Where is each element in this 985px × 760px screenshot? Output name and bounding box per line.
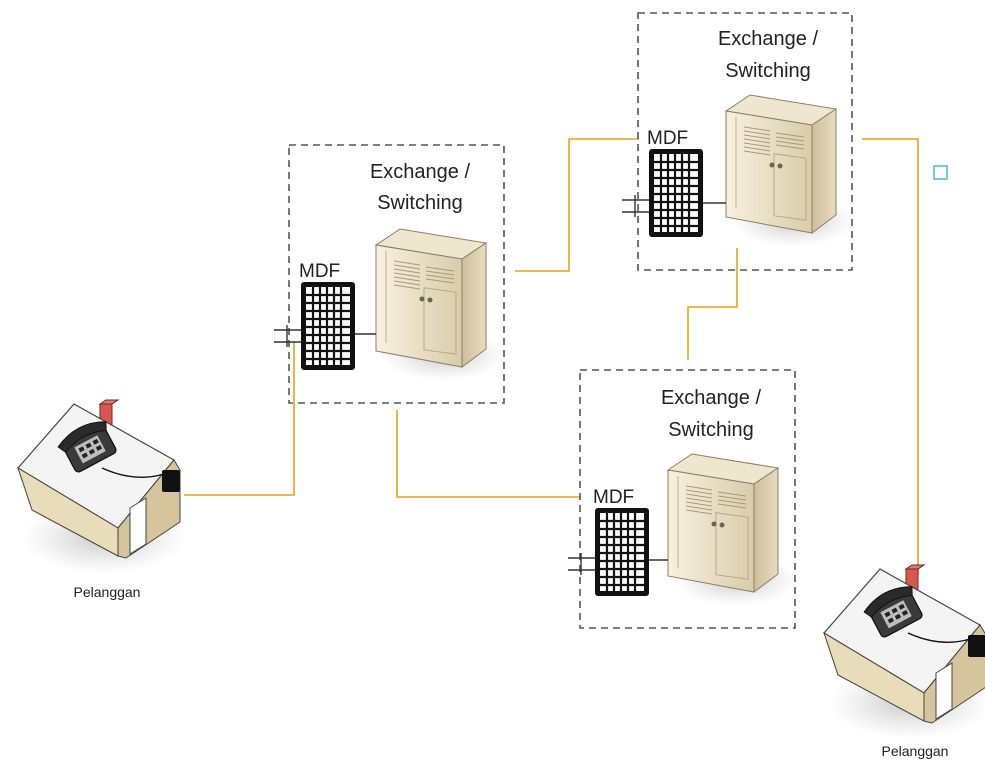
exchange-boundary: [579, 369, 796, 629]
customer-label: Pelanggan: [882, 743, 949, 759]
customer-node-1: Pelanggan: [17, 399, 187, 600]
exchange-title-line2: Switching: [725, 60, 811, 82]
mdf-label: MDF: [593, 487, 634, 508]
exchange-boundary: [288, 144, 505, 404]
exchange-title-line1: Exchange /: [370, 161, 471, 183]
exchange-title-line2: Switching: [377, 192, 463, 214]
exchange-title-line1: Exchange /: [718, 28, 819, 50]
mdf-label: MDF: [647, 128, 688, 149]
house-icon: [17, 399, 187, 575]
mdf-panel-icon: [593, 506, 651, 598]
exchange-node-2: Exchange / Switching MDF: [622, 12, 857, 271]
selection-marker: [933, 165, 948, 180]
link-lines: [184, 138, 919, 575]
customer-label: Pelanggan: [74, 584, 141, 600]
cable-stub: [274, 325, 376, 347]
exchange-title-line2: Switching: [668, 419, 754, 441]
server-icon: [375, 228, 507, 382]
mdf-panel-icon: [299, 280, 357, 372]
cable-stub: [622, 195, 726, 217]
server-icon: [667, 453, 799, 607]
exchange-node-3: Exchange / Switching MDF: [568, 369, 799, 629]
customer-node-2: Pelanggan: [823, 564, 985, 759]
mdf-panel-icon: [647, 147, 705, 239]
link-exchange1-exchange3: [396, 410, 581, 498]
exchange-title-line1: Exchange /: [661, 387, 762, 409]
exchange-node-1: Exchange / Switching MDF: [274, 144, 507, 404]
mdf-label: MDF: [299, 261, 340, 282]
server-icon: [725, 94, 857, 248]
house-icon: [823, 564, 985, 740]
link-exchange2-exchange3: [687, 248, 738, 360]
cable-stub: [568, 553, 668, 575]
link-customer1-exchange1: [184, 342, 295, 496]
link-exchange2-customer2: [862, 138, 919, 575]
exchange-boundary: [637, 12, 853, 271]
link-exchange1-exchange2: [515, 138, 639, 272]
